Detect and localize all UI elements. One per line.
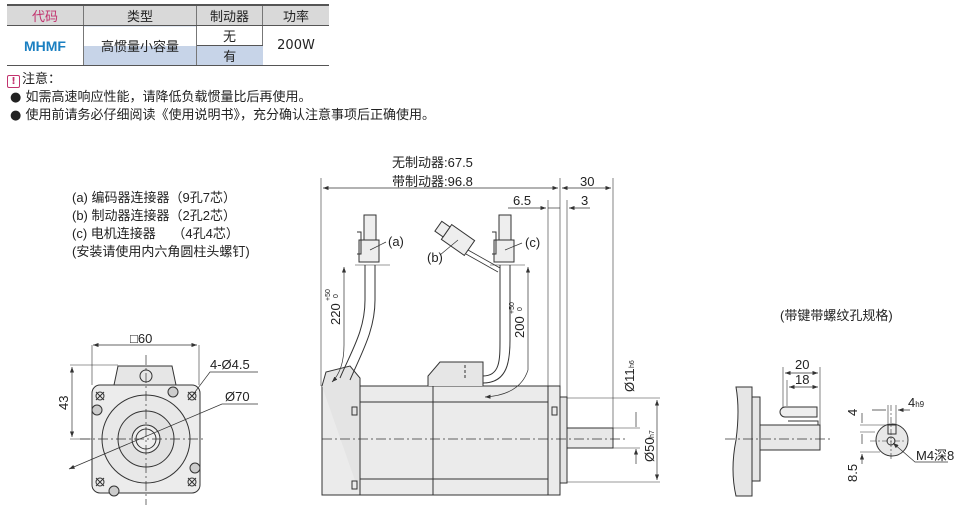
note-text: 使用前请务必仔细阅读《使用说明书》，充分确认注意事项后正确使用。 xyxy=(25,108,435,123)
spigot-tol: h7 xyxy=(649,430,656,438)
spec-table: 代码 类型 制动器 功率 MHMF 高惯量小容量 无 200W 有 xyxy=(7,4,329,66)
connector-c-label: (c) xyxy=(525,235,540,250)
thread-label: M4深8 xyxy=(916,448,954,463)
key-view xyxy=(725,367,948,497)
square-size-label: □60 xyxy=(130,331,152,346)
cable-c-value: 200 xyxy=(512,316,527,338)
shaft-diameter: Ø11 h6 xyxy=(622,360,637,392)
connector-legend: (a) 编码器连接器（9孔7芯） (b) 制动器连接器（2孔2芯） (c) 电机… xyxy=(72,190,250,259)
cable-c-length: 200 +50 0 xyxy=(509,302,527,338)
length-no-brake-label: 无制动器:67.5 xyxy=(392,155,473,170)
cable-a-value: 220 xyxy=(328,303,343,325)
connector-a-label: (a) xyxy=(388,234,404,249)
notes-title: 注意： xyxy=(22,72,62,87)
length-brake-label: 带制动器:96.8 xyxy=(392,174,473,189)
key-dim-18-label: 18 xyxy=(795,372,809,387)
mount-holes-label: 4-Ø4.5 xyxy=(210,357,250,372)
code-cell: MHMF xyxy=(7,25,84,66)
pcd-label: Ø70 xyxy=(225,389,250,404)
cable-c-tol-lower: 0 xyxy=(517,307,524,311)
cable-c-tol-upper: +50 xyxy=(509,302,516,314)
legend-c: (c) 电机连接器 （4孔4芯） xyxy=(72,226,239,241)
header-brake: 制动器 xyxy=(196,4,263,26)
shaft-dia-value: Ø11 xyxy=(622,368,637,392)
legend-a: (a) 编码器连接器（9孔7芯） xyxy=(72,190,236,205)
type-cell: 高惯量小容量 xyxy=(83,25,197,66)
key-dim-8-5-label: 8.5 xyxy=(845,464,860,482)
cable-a-tol-upper: +50 xyxy=(325,289,332,301)
cable-a-tol-lower: 0 xyxy=(333,294,340,298)
mount-holes xyxy=(91,386,201,497)
key-width-label: 4h9 xyxy=(908,395,925,410)
front-view xyxy=(68,342,258,505)
connector-b-label: (b) xyxy=(427,250,443,265)
key-width-tol: h9 xyxy=(915,400,924,409)
side-view xyxy=(320,178,660,496)
dim-6-5-label: 6.5 xyxy=(513,193,531,208)
note-item: ● 使用前请务必仔细阅读《使用说明书》，充分确认注意事项后正确使用。 xyxy=(10,108,435,123)
key-view-title: (带键带螺纹孔规格) xyxy=(780,308,893,323)
shaft-tol: h6 xyxy=(629,360,636,368)
spigot-dia-value: Ø50 xyxy=(642,437,657,462)
key-dim-4-label: 4 xyxy=(845,409,860,416)
power-cell: 200W xyxy=(262,25,329,66)
dim-3-label: 3 xyxy=(581,193,588,208)
height-label: 43 xyxy=(56,396,71,410)
shaft-length-label: 30 xyxy=(580,174,594,189)
note-item: ● 如需高速响应性能，请降低负载惯量比后再使用。 xyxy=(10,90,312,105)
notes: !注意： ● 如需高速响应性能，请降低负载惯量比后再使用。 ● 使用前请务必仔细… xyxy=(7,71,435,125)
key-dim-20-label: 20 xyxy=(795,357,809,372)
legend-screw-note: (安装请使用内六角圆柱头螺钉) xyxy=(72,244,250,259)
legend-b: (b) 制动器连接器（2孔2芯） xyxy=(72,208,236,223)
cable-a-length: 220 +50 0 xyxy=(325,289,343,325)
key-width-value: 4 xyxy=(908,395,915,410)
brake-yes-cell: 有 xyxy=(196,45,263,66)
warning-icon: ! xyxy=(7,75,20,88)
spigot-diameter: Ø50 h7 xyxy=(642,430,657,462)
note-text: 如需高速响应性能，请降低负载惯量比后再使用。 xyxy=(25,90,312,105)
header-code: 代码 xyxy=(7,4,84,26)
